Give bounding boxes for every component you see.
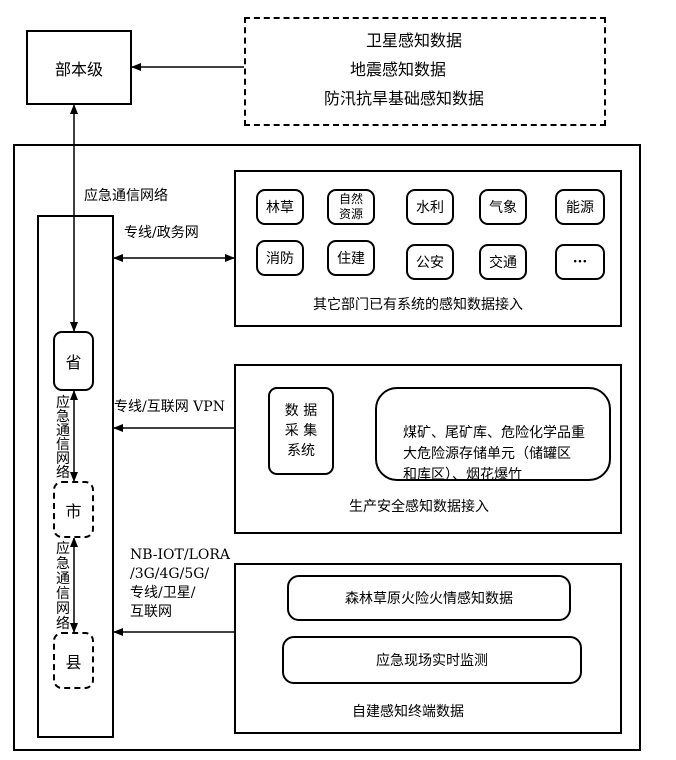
dept-item-more: ··· xyxy=(555,244,605,280)
external-data-line: 防汛抗旱基础感知数据 xyxy=(324,89,485,108)
self-connection-label: NB-IOT/LORA /3G/4G/5G/ 专线/卫星/ 互联网 xyxy=(130,547,231,620)
safety-connection-label: 专线/互联网 VPN xyxy=(114,399,225,415)
dept-item-label: 林草 xyxy=(266,200,294,216)
dept-item-police: 公安 xyxy=(406,244,454,280)
city-county-network-label: 应 急 通 信 网 络 xyxy=(56,541,70,632)
external-data-line: 地震感知数据 xyxy=(350,60,447,79)
dept-item-label: 自然 资源 xyxy=(338,192,363,221)
dept-item-transport: 交通 xyxy=(479,244,527,280)
external-data-box: 卫星感知数据 地震感知数据 防汛抗旱基础感知数据 xyxy=(244,17,606,126)
dept-section: 林草 自然 资源 水利 气象 能源 消防 住建 公安 交通 ··· 其它部门已有… xyxy=(234,170,622,327)
county-node: 县 xyxy=(53,632,94,689)
dept-item-label: 水利 xyxy=(416,200,444,216)
dept-item-housing: 住建 xyxy=(327,240,375,276)
city-node: 市 xyxy=(53,481,94,538)
dept-item-natural-resources: 自然 资源 xyxy=(327,189,375,225)
dept-item-energy: 能源 xyxy=(555,189,605,225)
dept-item-weather: 气象 xyxy=(479,189,527,225)
dept-item-label: 消防 xyxy=(266,251,294,267)
self-caption: 自建感知终端数据 xyxy=(352,704,464,720)
external-data-line: 卫星感知数据 xyxy=(366,31,463,50)
dept-item-label: 气象 xyxy=(489,200,517,216)
onsite-monitoring-label: 应急现场实时监测 xyxy=(376,653,488,669)
dept-item-fire: 消防 xyxy=(256,240,304,276)
dept-caption: 其它部门已有系统的感知数据接入 xyxy=(313,297,523,313)
forest-fire-data-box: 森林草原火险火情感知数据 xyxy=(287,575,571,621)
county-label: 县 xyxy=(65,652,82,672)
dept-item-label: ··· xyxy=(572,254,588,270)
safety-sources-box: 煤矿、尾矿库、危险化学品重 大危险源存储单元（储罐区 和库区）、烟花爆竹 xyxy=(375,387,611,483)
dept-connection-label: 专线/政务网 xyxy=(124,225,199,241)
top-network-label: 应急通信网络 xyxy=(84,187,168,205)
safety-caption: 生产安全感知数据接入 xyxy=(349,499,489,515)
outer-frame xyxy=(13,144,641,751)
data-collection-system: 数 据 采 集 系统 xyxy=(268,387,334,475)
city-label: 市 xyxy=(65,501,82,521)
dept-item-label: 公安 xyxy=(416,255,444,271)
dept-item-label: 能源 xyxy=(566,200,594,216)
prov-city-network-label: 应 急 通 信 网 络 xyxy=(56,395,70,481)
safety-sources-text: 煤矿、尾矿库、危险化学品重 大危险源存储单元（储罐区 和库区）、烟花爆竹 xyxy=(403,425,585,483)
dept-item-label: 住建 xyxy=(337,251,365,267)
onsite-monitoring-box: 应急现场实时监测 xyxy=(282,636,582,684)
ministry-node: 部本级 xyxy=(26,30,132,105)
left-column xyxy=(37,215,114,738)
self-section: 森林草原火险火情感知数据 应急现场实时监测 自建感知终端数据 xyxy=(234,563,622,734)
province-label: 省 xyxy=(65,353,82,372)
ministry-label: 部本级 xyxy=(54,59,103,79)
dept-item-forestry: 林草 xyxy=(256,189,304,225)
forest-fire-data-label: 森林草原火险火情感知数据 xyxy=(345,591,513,607)
safety-section: 数 据 采 集 系统 煤矿、尾矿库、危险化学品重 大危险源存储单元（储罐区 和库… xyxy=(234,364,622,534)
collector-label: 数 据 采 集 系统 xyxy=(284,403,318,459)
province-node: 省 xyxy=(53,331,94,391)
dept-item-label: 交通 xyxy=(489,255,517,271)
dept-item-water: 水利 xyxy=(406,189,454,225)
